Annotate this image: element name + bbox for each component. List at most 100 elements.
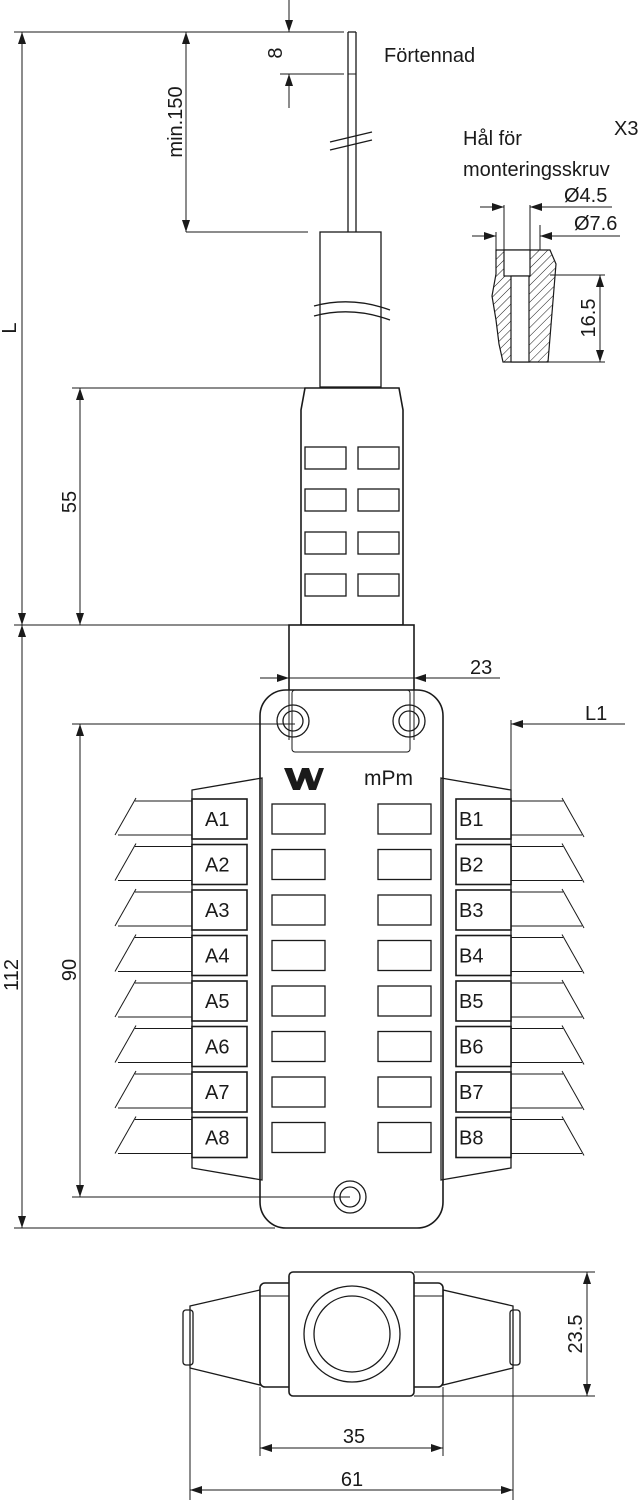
terminal-label-left: A8 xyxy=(205,1128,229,1150)
brand-label: mPm xyxy=(364,767,413,790)
screw-window-left xyxy=(271,894,326,926)
terminal-box-right xyxy=(455,980,512,1022)
dim-min-lead: min.150 xyxy=(165,86,187,157)
terminal-label-right: B4 xyxy=(459,946,483,968)
wire-break-right xyxy=(561,979,585,1020)
dim-body-width: 35 xyxy=(343,1426,365,1448)
terminal-box-left xyxy=(191,934,248,977)
wire-break-left xyxy=(114,797,137,836)
dim-total-length: L xyxy=(0,322,21,333)
dim-hole-spacing-top: 23 xyxy=(470,657,492,679)
terminal-box-right xyxy=(455,1071,512,1113)
terminal-box-right xyxy=(455,798,512,840)
wire-break-left xyxy=(114,979,137,1018)
terminal-row: A4 B4 xyxy=(114,934,585,977)
terminal-label-right: B1 xyxy=(459,809,483,831)
screw-window-right xyxy=(377,803,432,835)
dim-d-inner: Ø4.5 xyxy=(564,185,607,207)
terminal-row: A8 B8 xyxy=(114,1116,585,1159)
terminal-label-left: A3 xyxy=(205,900,229,922)
screw-window-right xyxy=(377,894,432,926)
screw-window-right xyxy=(377,939,432,972)
cable-view xyxy=(300,31,404,626)
screw-window-left xyxy=(271,848,326,881)
wire-break-left xyxy=(114,934,137,972)
terminal-label-left: A1 xyxy=(205,809,229,831)
terminal-box-left xyxy=(191,1116,248,1159)
terminal-label-left: A4 xyxy=(205,946,229,968)
boot-rib xyxy=(304,446,347,470)
wire-break-left xyxy=(114,1025,137,1063)
dim-side-height: 23.5 xyxy=(565,1315,587,1354)
screw-window-left xyxy=(271,1076,326,1108)
wire-break-right xyxy=(561,1025,585,1065)
terminal-box-left xyxy=(191,980,248,1022)
wire-break-left xyxy=(114,843,137,881)
terminal-label-right: B7 xyxy=(459,1082,483,1104)
dimension-lines xyxy=(14,0,625,1500)
wire-break-right xyxy=(561,888,585,929)
terminal-box-right xyxy=(455,889,512,931)
mounting-hole-top-left xyxy=(276,704,310,738)
boot-rib xyxy=(357,531,400,555)
side-view xyxy=(182,1271,521,1397)
terminal-row: A1 B1 xyxy=(114,797,585,840)
terminal-label-right: B2 xyxy=(459,855,483,877)
dim-strip-length: 8 xyxy=(265,47,287,58)
terminal-label-right: B8 xyxy=(459,1128,483,1150)
terminal-box-left xyxy=(191,798,248,840)
screw-window-left xyxy=(271,985,326,1017)
dim-boot-length: 55 xyxy=(59,491,81,513)
screw-window-right xyxy=(377,1076,432,1108)
wire-break-left xyxy=(114,1070,137,1109)
screw-window-left xyxy=(271,1121,326,1154)
wire-break-left xyxy=(114,888,137,927)
dim-hole-depth: 16.5 xyxy=(578,299,600,338)
boot-rib xyxy=(304,488,347,512)
terminal-box-left xyxy=(191,889,248,931)
terminal-row: A3 B3 xyxy=(114,888,585,931)
terminal-label-right: B6 xyxy=(459,1037,483,1059)
wire-break-right xyxy=(561,843,585,883)
boot-rib xyxy=(357,488,400,512)
mount-hole-label-1: Hål för xyxy=(463,128,522,150)
dim-d-outer: Ø7.6 xyxy=(574,213,617,235)
screw-window-right xyxy=(377,1121,432,1154)
screw-window-left xyxy=(271,1030,326,1063)
screw-window-left xyxy=(271,803,326,835)
terminal-box-right xyxy=(455,1025,512,1068)
mounting-hole-top-right xyxy=(392,704,426,738)
dim-hole-spacing-vertical: 90 xyxy=(59,959,81,981)
quantity-label: X3 xyxy=(614,118,638,140)
tinned-label: Förtennad xyxy=(384,45,475,67)
boot-rib xyxy=(357,573,400,597)
boot-rib xyxy=(304,573,347,597)
terminal-box-left xyxy=(191,1025,248,1068)
terminal-label-left: A6 xyxy=(205,1037,229,1059)
terminal-label-left: A2 xyxy=(205,855,229,877)
terminal-box-right xyxy=(455,843,512,886)
mounting-hole-detail xyxy=(491,205,605,363)
terminal-label-left: A5 xyxy=(205,991,229,1013)
dim-overall-height: 112 xyxy=(1,959,23,991)
wire-break-right xyxy=(561,1070,585,1111)
terminal-label-right: B3 xyxy=(459,900,483,922)
terminal-box-right xyxy=(455,934,512,977)
screw-window-right xyxy=(377,985,432,1017)
terminal-box-left xyxy=(191,843,248,886)
screw-window-right xyxy=(377,1030,432,1063)
boot-ribs xyxy=(304,446,400,597)
screw-window-left xyxy=(271,939,326,972)
terminal-box-left xyxy=(191,1071,248,1113)
screw-window-right xyxy=(377,848,432,881)
boot-rib xyxy=(357,446,400,470)
terminal-row: A6 B6 xyxy=(114,1025,585,1068)
wire-break-right xyxy=(561,934,585,974)
terminal-box-right xyxy=(455,1116,512,1159)
dim-lead-out: L1 xyxy=(585,703,607,725)
boot-rib xyxy=(304,531,347,555)
